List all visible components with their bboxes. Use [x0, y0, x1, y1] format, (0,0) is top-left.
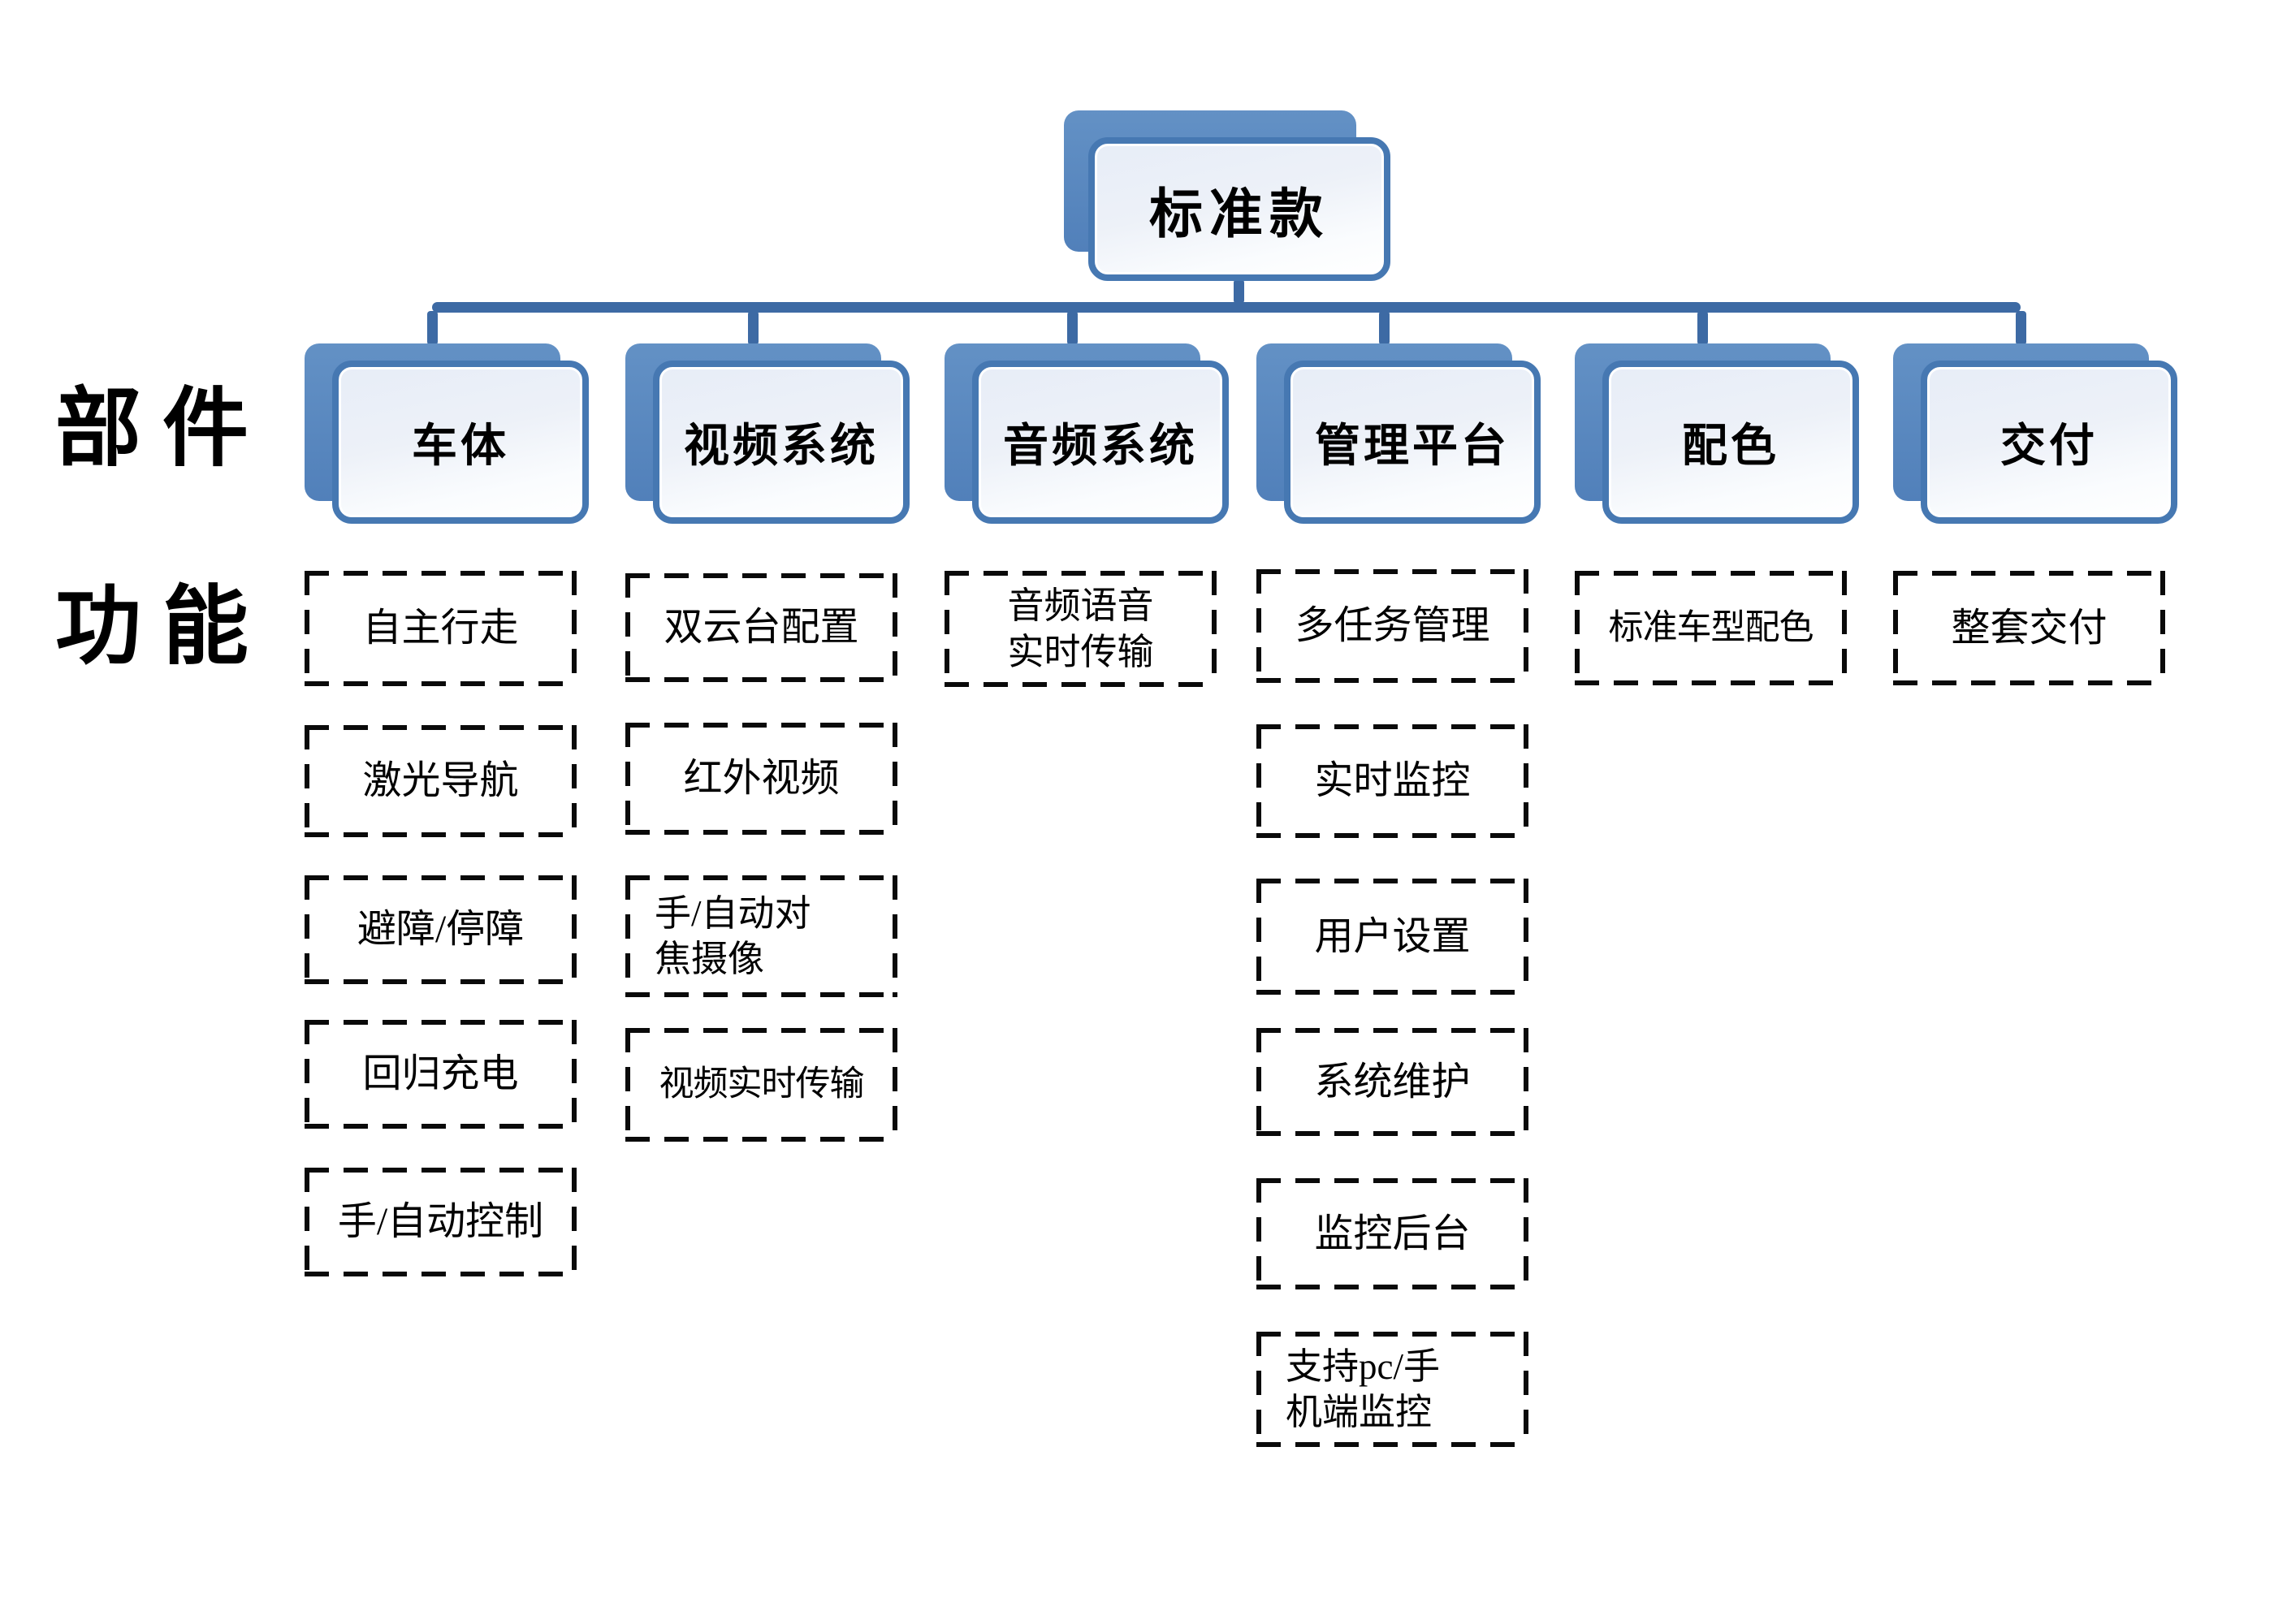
feature-box: 避障/停障 [305, 875, 577, 984]
component-node-color: 配色 [1575, 343, 1867, 530]
feature-box: 手/自动对 焦摄像 [625, 875, 897, 997]
feature-box: 标准车型配色 [1575, 571, 1847, 685]
connector-stub-col1 [427, 311, 438, 345]
feature-box: 实时监控 [1256, 724, 1528, 838]
component-node-card: 音频系统 [972, 361, 1229, 524]
feature-box: 手/自动控制 [305, 1168, 577, 1276]
component-node-label: 管理平台 [1315, 421, 1510, 472]
component-node-card: 管理平台 [1284, 361, 1541, 524]
row-label-components: 部件 [55, 382, 270, 477]
component-node-card: 视频系统 [653, 361, 910, 524]
connector-stub-col6 [2016, 311, 2026, 345]
component-node-card: 车体 [332, 361, 589, 524]
component-node-label: 配色 [1682, 421, 1779, 472]
component-node-card: 交付 [1921, 361, 2177, 524]
feature-box: 红外视频 [625, 723, 897, 835]
connector-stub-col2 [748, 311, 759, 345]
component-node-chetil: 车体 [305, 343, 597, 530]
component-node-delivery: 交付 [1893, 343, 2185, 530]
component-node-platform: 管理平台 [1256, 343, 1549, 530]
feature-box: 激光导航 [305, 725, 577, 837]
root-node-card: 标准款 [1088, 137, 1390, 281]
root-node-label: 标准款 [1149, 184, 1329, 244]
feature-box: 支持pc/手 机端监控 [1256, 1332, 1528, 1447]
connector-horizontal-line [432, 302, 2021, 313]
feature-box: 双云台配置 [625, 573, 897, 682]
component-node-label: 交付 [2000, 421, 2098, 472]
component-node-label: 视频系统 [684, 421, 879, 472]
connector-stub-col4 [1379, 311, 1390, 345]
component-node-video: 视频系统 [625, 343, 918, 530]
component-node-label: 车体 [412, 421, 509, 472]
feature-box: 自主行走 [305, 571, 577, 686]
connector-stub-col3 [1067, 311, 1078, 345]
connector-root-stub [1234, 279, 1244, 304]
feature-box: 系统维护 [1256, 1028, 1528, 1136]
feature-box: 监控后台 [1256, 1178, 1528, 1289]
feature-box: 用户设置 [1256, 879, 1528, 995]
root-node: 标准款 [1064, 110, 1397, 285]
feature-box: 多任务管理 [1256, 569, 1528, 683]
feature-box: 回归充电 [305, 1020, 577, 1129]
component-node-label: 音频系统 [1003, 421, 1198, 472]
feature-box: 整套交付 [1893, 571, 2165, 685]
connector-stub-col5 [1697, 311, 1708, 345]
component-node-card: 配色 [1602, 361, 1859, 524]
feature-box: 音频语音 实时传输 [945, 571, 1217, 687]
feature-box: 视频实时传输 [625, 1028, 897, 1142]
row-label-functions: 功能 [55, 580, 270, 675]
component-node-audio: 音频系统 [945, 343, 1237, 530]
